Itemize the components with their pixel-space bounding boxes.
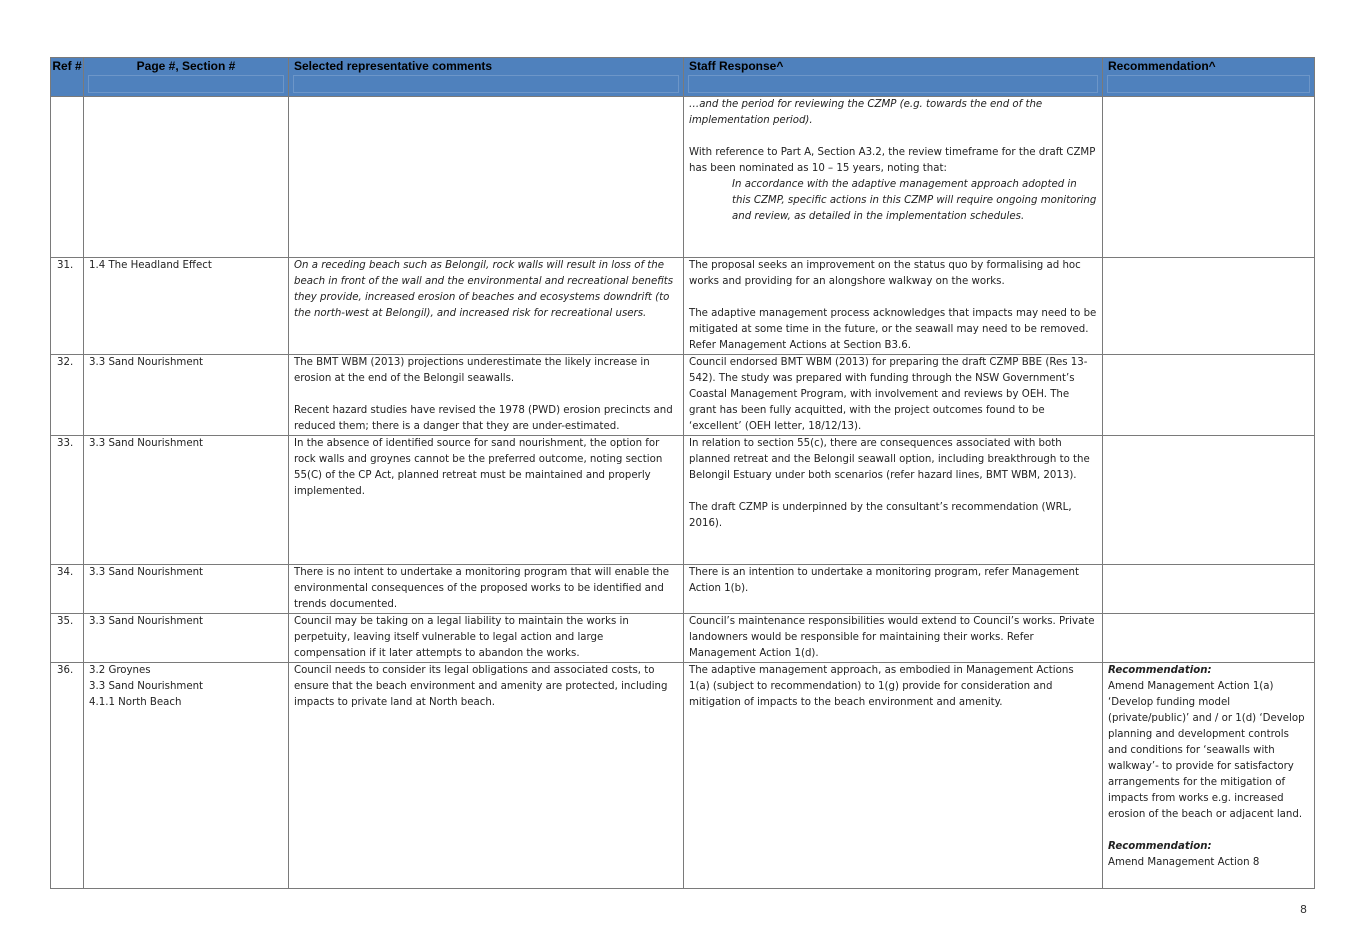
section-cell: 3.3 Sand Nourishment (83, 564, 289, 614)
response-quote: In accordance with the adaptive manageme… (732, 179, 1097, 222)
response-cell: …and the period for reviewing the CZMP (… (683, 96, 1103, 258)
response-cell: The adaptive management approach, as emb… (683, 662, 1103, 889)
comment-cell: On a receding beach such as Belongil, ro… (288, 257, 684, 355)
comment-text: Recent hazard studies have revised the 1… (294, 405, 673, 432)
recommendation-label: Recommendation: (1108, 841, 1212, 852)
section-line: 3.3 Sand Nourishment (89, 681, 204, 692)
response-text: The proposal seeks an improvement on the… (689, 260, 1081, 287)
table-row: 34. 3.3 Sand Nourishment There is no int… (50, 564, 1315, 614)
table-row: 31. 1.4 The Headland Effect On a recedin… (50, 257, 1315, 355)
ref-cell: 32. (50, 354, 84, 436)
comment-cell: In the absence of identified source for … (288, 435, 684, 565)
response-cell: Council endorsed BMT WBM (2013) for prep… (683, 354, 1103, 436)
recommendation-cell (1102, 564, 1315, 614)
section-cell: 3.3 Sand Nourishment (83, 354, 289, 436)
response-text: The draft CZMP is underpinned by the con… (689, 502, 1072, 529)
ref-cell: 33. (50, 435, 84, 565)
recommendation-cell (1102, 257, 1315, 355)
ref-cell: 35. (50, 613, 84, 663)
comment-cell: There is no intent to undertake a monito… (288, 564, 684, 614)
recommendation-cell (1102, 435, 1315, 565)
comment-cell: Council needs to consider its legal obli… (288, 662, 684, 889)
ref-cell: 34. (50, 564, 84, 614)
section-cell: 3.3 Sand Nourishment (83, 435, 289, 565)
comment-cell (288, 96, 684, 258)
header-staff-response: Staff Response^ (683, 57, 1103, 97)
recommendation-text: Amend Management Action 1(a) ‘Develop fu… (1108, 681, 1305, 820)
header-recommendation: Recommendation^ (1102, 57, 1315, 97)
section-cell (83, 96, 289, 258)
ref-cell: 31. (50, 257, 84, 355)
section-line: 3.2 Groynes (89, 665, 151, 676)
recommendation-cell (1102, 96, 1315, 258)
ref-cell: 36. (50, 662, 84, 889)
response-cell: Council’s maintenance responsibilities w… (683, 613, 1103, 663)
section-cell: 3.2 Groynes 3.3 Sand Nourishment 4.1.1 N… (83, 662, 289, 889)
recommendation-label: Recommendation: (1108, 665, 1212, 676)
response-cell: There is an intention to undertake a mon… (683, 564, 1103, 614)
ref-cell (50, 96, 84, 258)
header-comments: Selected representative comments (288, 57, 684, 97)
header-ref: Ref # (50, 57, 84, 97)
recommendation-cell (1102, 613, 1315, 663)
response-cell: In relation to section 55(c), there are … (683, 435, 1103, 565)
table-row: 35. 3.3 Sand Nourishment Council may be … (50, 613, 1315, 663)
table-row: 33. 3.3 Sand Nourishment In the absence … (50, 435, 1315, 565)
comment-text: The BMT WBM (2013) projections underesti… (294, 357, 650, 384)
response-text: The adaptive management process acknowle… (689, 308, 1097, 351)
recommendation-cell: Recommendation: Amend Management Action … (1102, 662, 1315, 889)
section-line: 4.1.1 North Beach (89, 697, 182, 708)
response-text: With reference to Part A, Section A3.2, … (689, 147, 1096, 174)
submissions-table: Ref # Page #, Section # Selected represe… (50, 57, 1315, 889)
table-header-row: Ref # Page #, Section # Selected represe… (50, 57, 1315, 97)
comment-cell: Council may be taking on a legal liabili… (288, 613, 684, 663)
comment-cell: The BMT WBM (2013) projections underesti… (288, 354, 684, 436)
response-cell: The proposal seeks an improvement on the… (683, 257, 1103, 355)
table-row: 32. 3.3 Sand Nourishment The BMT WBM (20… (50, 354, 1315, 436)
header-page-section: Page #, Section # (83, 57, 289, 97)
section-cell: 1.4 The Headland Effect (83, 257, 289, 355)
recommendation-cell (1102, 354, 1315, 436)
response-text: In relation to section 55(c), there are … (689, 438, 1090, 481)
page-number: 8 (1300, 903, 1307, 916)
section-cell: 3.3 Sand Nourishment (83, 613, 289, 663)
table-row-continued: …and the period for reviewing the CZMP (… (50, 96, 1315, 258)
recommendation-text: Amend Management Action 8 (1108, 857, 1260, 868)
table-row: 36. 3.2 Groynes 3.3 Sand Nourishment 4.1… (50, 662, 1315, 889)
response-text: …and the period for reviewing the CZMP (… (689, 99, 1043, 126)
